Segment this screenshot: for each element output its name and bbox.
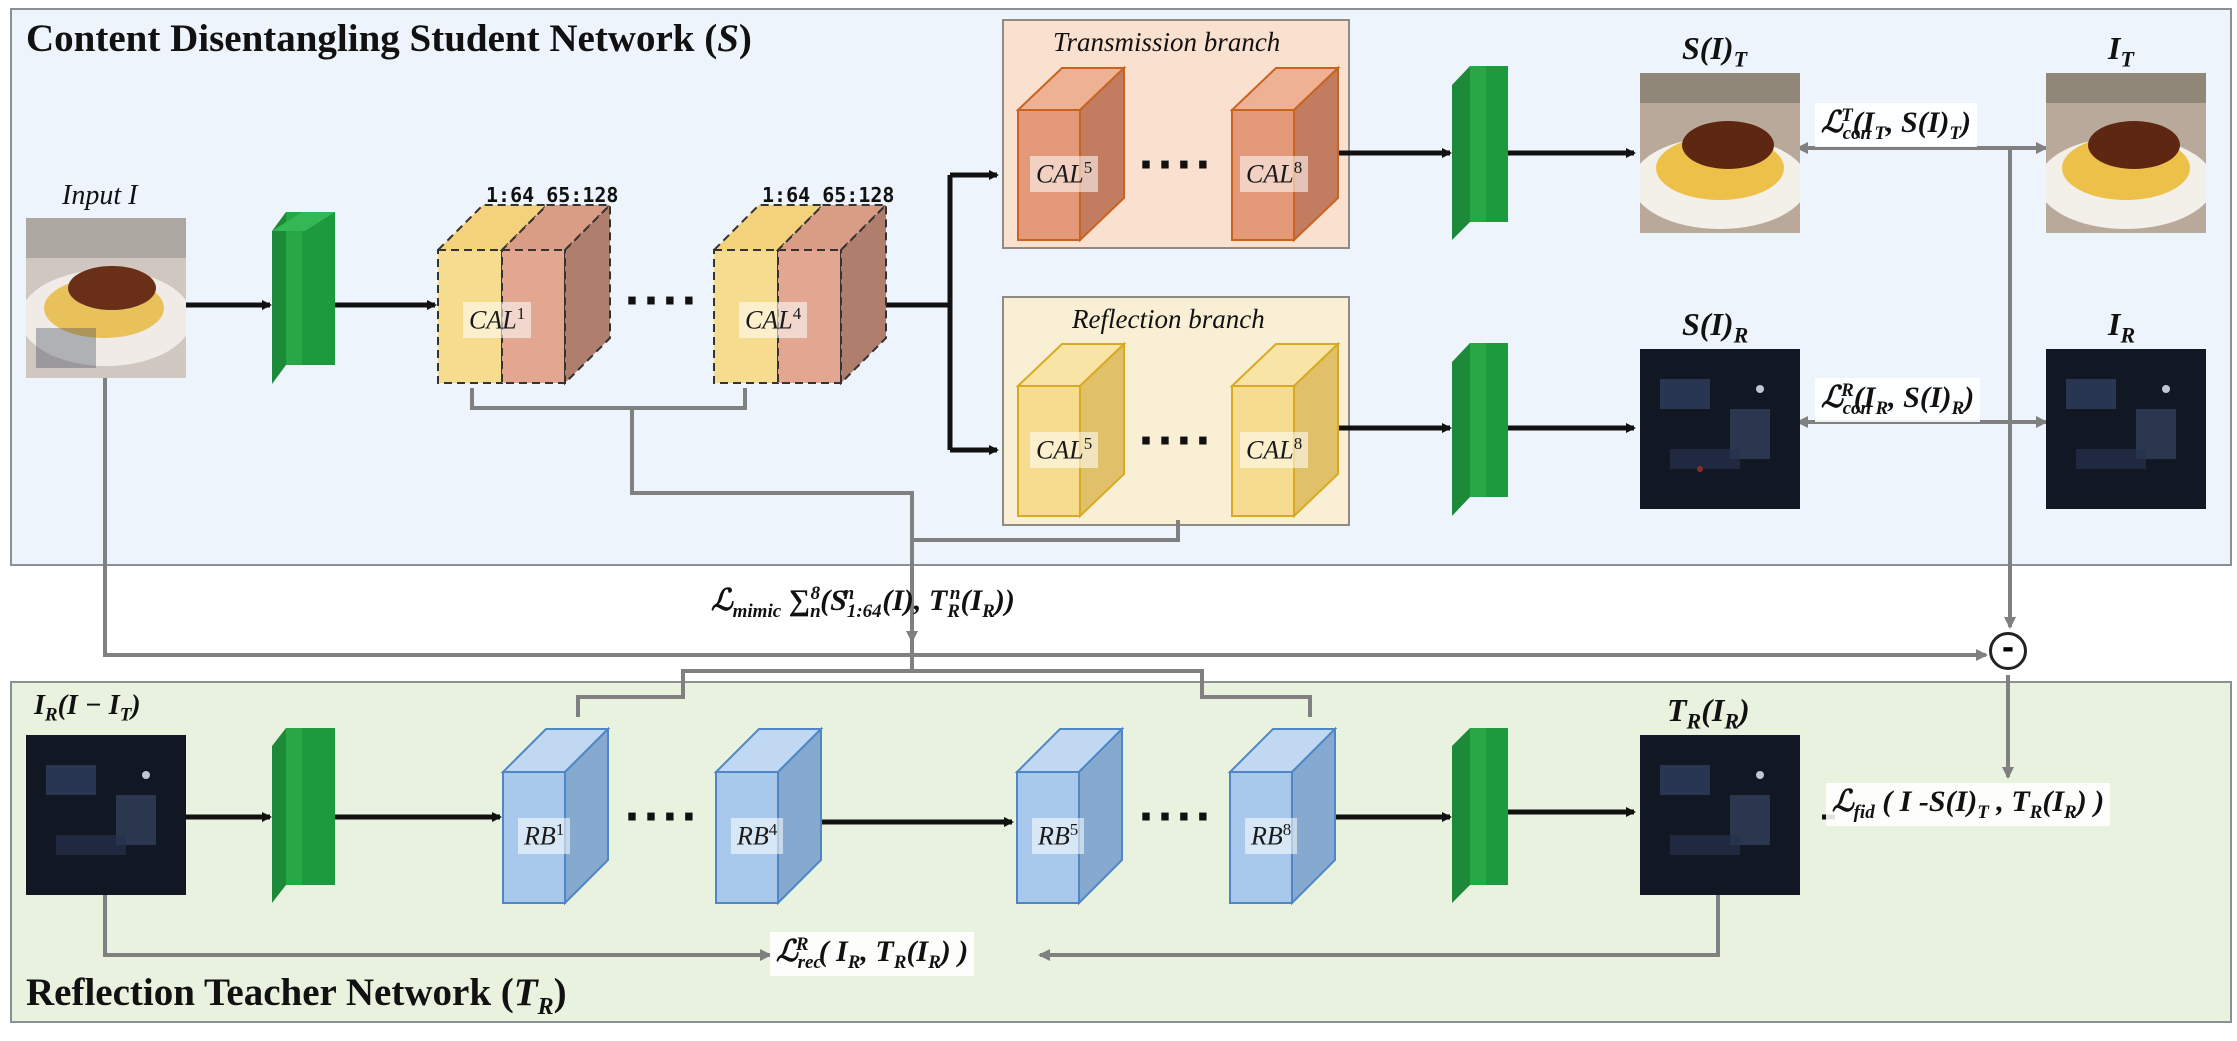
teacher-output-image bbox=[1640, 735, 1800, 895]
encoder-ellipsis: ···· bbox=[624, 276, 700, 325]
s-i-r-label: S(I)R bbox=[1682, 306, 1749, 348]
reflection-branch-title: Reflection branch bbox=[1072, 304, 1265, 334]
channel-split-label-1: 1:64 65:128 bbox=[486, 183, 619, 207]
s-i-t-label: S(I)T bbox=[1682, 30, 1748, 72]
teacher-output-label: TR(IR) bbox=[1667, 692, 1750, 734]
conv-blocks bbox=[272, 66, 1508, 903]
reflection-ellipsis: ···· bbox=[1138, 416, 1214, 465]
cal-cube-8-transmission bbox=[1229, 65, 1341, 243]
flow-wires bbox=[185, 148, 1835, 827]
conv-block-input bbox=[272, 212, 335, 384]
cal-8-transmission-label: CAL8 bbox=[1240, 156, 1309, 192]
rb-1-label: RB1 bbox=[518, 818, 571, 854]
rb-8-label: RB8 bbox=[1245, 818, 1298, 854]
input-image-label: Input I bbox=[62, 180, 138, 211]
subtraction-node: - bbox=[1989, 632, 2027, 670]
cal-cube-5-reflection bbox=[1015, 341, 1127, 519]
cal-cube-8-reflection bbox=[1229, 341, 1341, 519]
rb-cube-8 bbox=[1227, 726, 1338, 906]
teacher-ellipsis-1: ···· bbox=[624, 792, 700, 841]
teacher-input-image bbox=[26, 735, 186, 895]
transmission-branch-title: Transmission branch bbox=[1053, 27, 1281, 57]
rb-cube-4 bbox=[713, 726, 824, 906]
conv-block-transmission bbox=[1452, 66, 1508, 240]
loss-wires bbox=[103, 142, 2048, 961]
transmission-ellipsis: ···· bbox=[1138, 140, 1214, 189]
content-loss-reflection: ℒconR(IR, S(I)R) bbox=[1815, 378, 1981, 422]
teacher-ellipsis-2: ···· bbox=[1138, 792, 1214, 841]
i-t-label: IT bbox=[2108, 30, 2134, 72]
content-loss-transmission: ℒconT(IT, S(I)T) bbox=[1815, 103, 1977, 147]
cal-8-reflection-label: CAL8 bbox=[1240, 432, 1309, 468]
cal-cube-4 bbox=[711, 202, 889, 386]
rb-5-label: RB5 bbox=[1032, 818, 1085, 854]
i-r-label: IR bbox=[2108, 306, 2136, 348]
cal-4-label: CAL4 bbox=[739, 302, 808, 338]
cal-5-transmission-label: CAL5 bbox=[1030, 156, 1099, 192]
channel-split-label-4: 1:64 65:128 bbox=[762, 183, 895, 207]
rb-cube-5 bbox=[1014, 726, 1125, 906]
student-transmission-output bbox=[1640, 73, 1800, 233]
rb-cube-1 bbox=[500, 726, 611, 906]
conv-block-teacher-in bbox=[272, 728, 335, 903]
cal-cubes-transmission bbox=[1015, 65, 1341, 243]
rb-4-label: RB4 bbox=[731, 818, 784, 854]
student-reflection-output bbox=[1640, 349, 1800, 509]
student-panel-title: Content Disentangling Student Network (S… bbox=[26, 17, 752, 60]
fidelity-loss: ℒfid ( I -S(I)T , TR(IR) ) bbox=[1826, 783, 2111, 826]
input-image bbox=[26, 218, 186, 378]
conv-block-reflection bbox=[1452, 343, 1508, 516]
cal-cube-5-transmission bbox=[1015, 65, 1127, 243]
cal-cube-1 bbox=[435, 202, 613, 386]
mimic-loss: ℒmimic ∑n8(S1:64n(I), TRn(IR)) bbox=[711, 583, 1015, 622]
cal-5-reflection-label: CAL5 bbox=[1030, 432, 1099, 468]
reconstruction-loss: ℒrecR( IR, TR(IR) ) bbox=[770, 932, 975, 976]
cal-1-label: CAL1 bbox=[463, 302, 532, 338]
conv-block-teacher-out bbox=[1452, 728, 1508, 903]
teacher-panel-title: Reflection Teacher Network (TR) bbox=[26, 971, 567, 1020]
teacher-input-label: IR(I − IT) bbox=[34, 690, 141, 726]
ground-truth-transmission bbox=[2046, 73, 2206, 233]
ground-truth-reflection bbox=[2046, 349, 2206, 509]
